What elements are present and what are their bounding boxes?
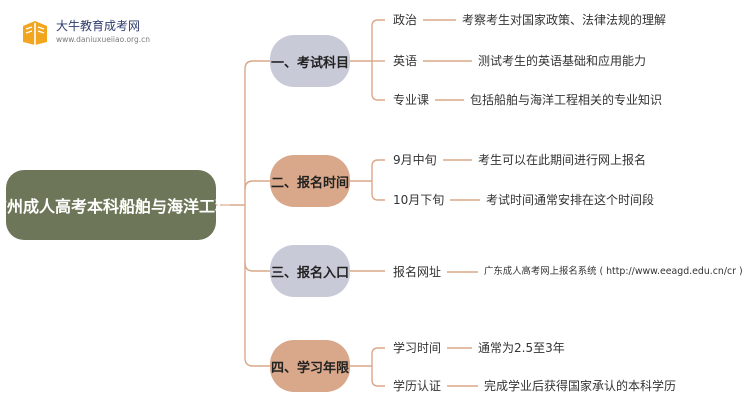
leaf-label: 10月下旬 [393,193,445,207]
branch-connector-4 [244,357,270,367]
leaf-description: 考试时间通常安排在这个时间段 [486,193,655,207]
leaf-connector-1-1 [371,19,385,27]
branch-node-2: 二、报名时间 [270,155,350,207]
leaf-connector-1-3 [371,93,385,101]
leaf-description: 完成学业后获得国家承认的本科学历 [484,379,677,393]
branch-node-3: 三、报名入口 [270,245,350,297]
leaf-label: 专业课 [393,93,430,107]
leaf-label: 学习时间 [393,341,442,355]
branch-connector-2 [244,180,270,190]
leaf-label: 学历认证 [393,379,442,393]
leaf-description: 考生可以在此期间进行网上报名 [478,153,647,167]
leaf-description: 考察考生对国家政策、法律法规的理解 [462,13,667,27]
leaf-connector-2-2 [371,193,385,201]
leaf-label: 报名网址 [393,265,442,279]
leaf-label: 9月中旬 [393,153,437,167]
logo-name: 大牛教育成考网 [56,19,141,33]
leaf-connector-2-1 [371,159,385,167]
leaf-description: 通常为2.5至3年 [478,341,565,355]
leaf-description: 广东成人高考网上报名系统 ( http://www.eeagd.edu.cn/c… [484,266,743,277]
branch-connector-1 [244,60,270,70]
leaf-label: 英语 [393,54,418,68]
book-icon [23,21,47,45]
leaf-connector-4-2 [371,379,385,387]
branch-connector-3 [244,262,270,272]
leaf-label: 政治 [393,13,418,27]
root-node: 广州成人高考本科船舶与海洋工程 [0,170,231,240]
leaf-description: 测试考生的英语基础和应用能力 [478,54,647,68]
logo-url: www.daniuxueiiao.org.cn [56,35,151,44]
branch-node-1: 一、考试科目 [270,35,350,87]
leaf-connector-4-1 [371,347,385,355]
branch-node-4: 四、学习年限 [270,340,350,392]
logo: 大牛教育成考网 www.daniuxueiiao.org.cn [20,16,180,50]
leaf-description: 包括船舶与海洋工程相关的专业知识 [470,93,663,107]
